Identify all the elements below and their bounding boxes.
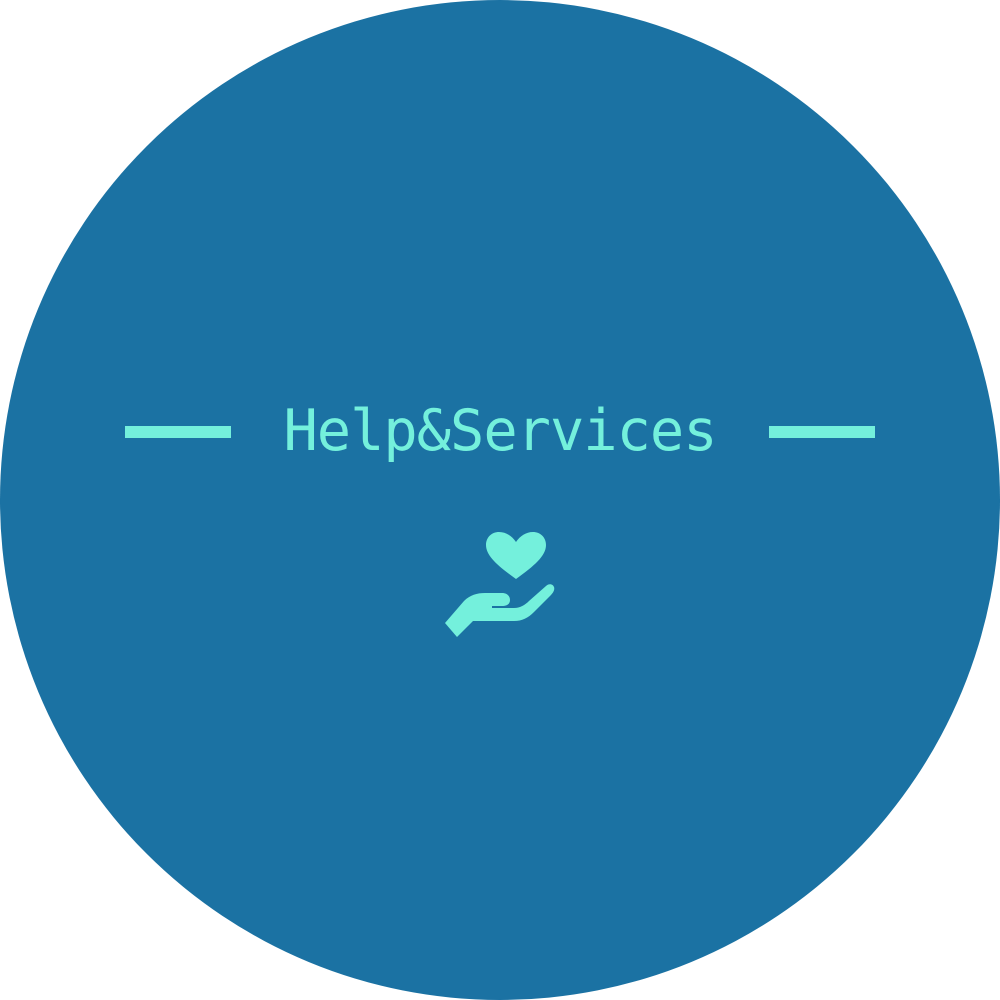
logo-title: Help&Services	[283, 398, 717, 464]
right-rule-divider	[769, 426, 875, 438]
logo-title-row: Help&Services	[0, 395, 1000, 467]
heart-icon	[486, 532, 546, 579]
left-rule-divider	[125, 426, 231, 438]
hand-holding-heart-icon	[445, 532, 555, 637]
hand-icon	[445, 584, 555, 637]
